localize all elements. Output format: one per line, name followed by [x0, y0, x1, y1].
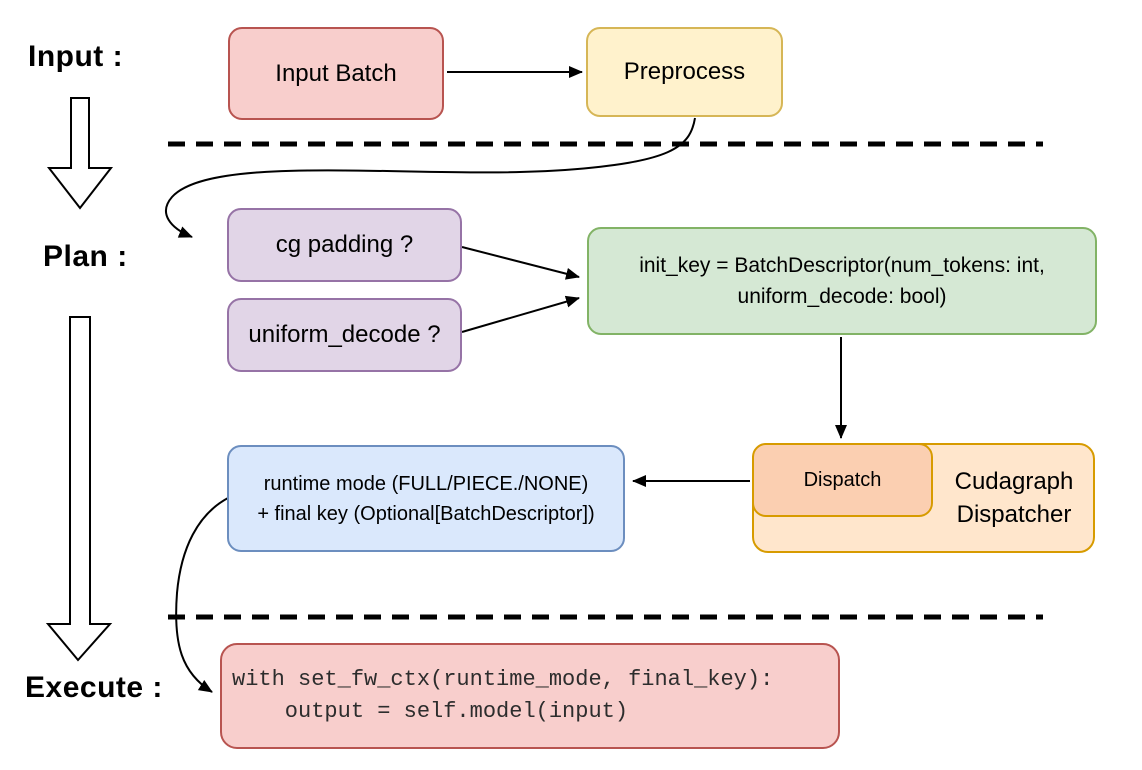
node-runtime-mode-line1: runtime mode (FULL/PIECE./NONE) — [263, 472, 589, 495]
stage-label-input: Input : — [28, 40, 124, 73]
node-preprocess: Preprocess — [586, 27, 783, 117]
arrow-cg-padding-to-init-key — [461, 246, 580, 280]
node-dispatch-label: Dispatch — [803, 468, 882, 491]
node-dispatch: Dispatch — [752, 443, 933, 517]
cudagraph-label-line1: Cudagraph — [954, 468, 1074, 495]
node-input-batch: Input Batch — [228, 27, 444, 120]
stage-arrow-input-to-plan — [46, 97, 114, 210]
node-init-key-line1: init_key = BatchDescriptor(num_tokens: i… — [639, 254, 1045, 277]
execute-code-line2: output = self.model(input) — [232, 699, 629, 724]
stage-label-execute: Execute : — [25, 671, 163, 704]
execute-code-line1: with set_fw_ctx(runtime_mode, final_key)… — [232, 667, 774, 692]
node-uniform-decode-label: uniform_decode ? — [248, 321, 441, 348]
arrow-preprocess-to-cg-padding — [165, 117, 696, 238]
node-init-key-line2: uniform_decode: bool) — [737, 285, 947, 308]
node-execute-code: with set_fw_ctx(runtime_mode, final_key)… — [220, 643, 840, 749]
arrow-runtime-mode-to-execute-code — [175, 497, 229, 693]
stage-label-plan: Plan : — [43, 240, 128, 273]
node-cg-padding: cg padding ? — [227, 208, 462, 282]
node-init-key: init_key = BatchDescriptor(num_tokens: i… — [587, 227, 1097, 335]
cudagraph-label-line2: Dispatcher — [956, 501, 1072, 528]
node-preprocess-label: Preprocess — [623, 58, 746, 85]
node-cg-padding-label: cg padding ? — [275, 231, 414, 258]
node-input-batch-label: Input Batch — [275, 59, 397, 87]
node-runtime-mode-line2: + final key (Optional[BatchDescriptor]) — [257, 502, 595, 525]
node-runtime-mode: runtime mode (FULL/PIECE./NONE) + final … — [227, 445, 625, 552]
node-cudagraph-dispatcher-label: Cudagraph Dispatcher — [933, 465, 1095, 531]
arrow-uniform-decode-to-init-key — [461, 295, 580, 333]
node-uniform-decode: uniform_decode ? — [227, 298, 462, 372]
stage-arrow-plan-to-execute — [45, 316, 113, 662]
